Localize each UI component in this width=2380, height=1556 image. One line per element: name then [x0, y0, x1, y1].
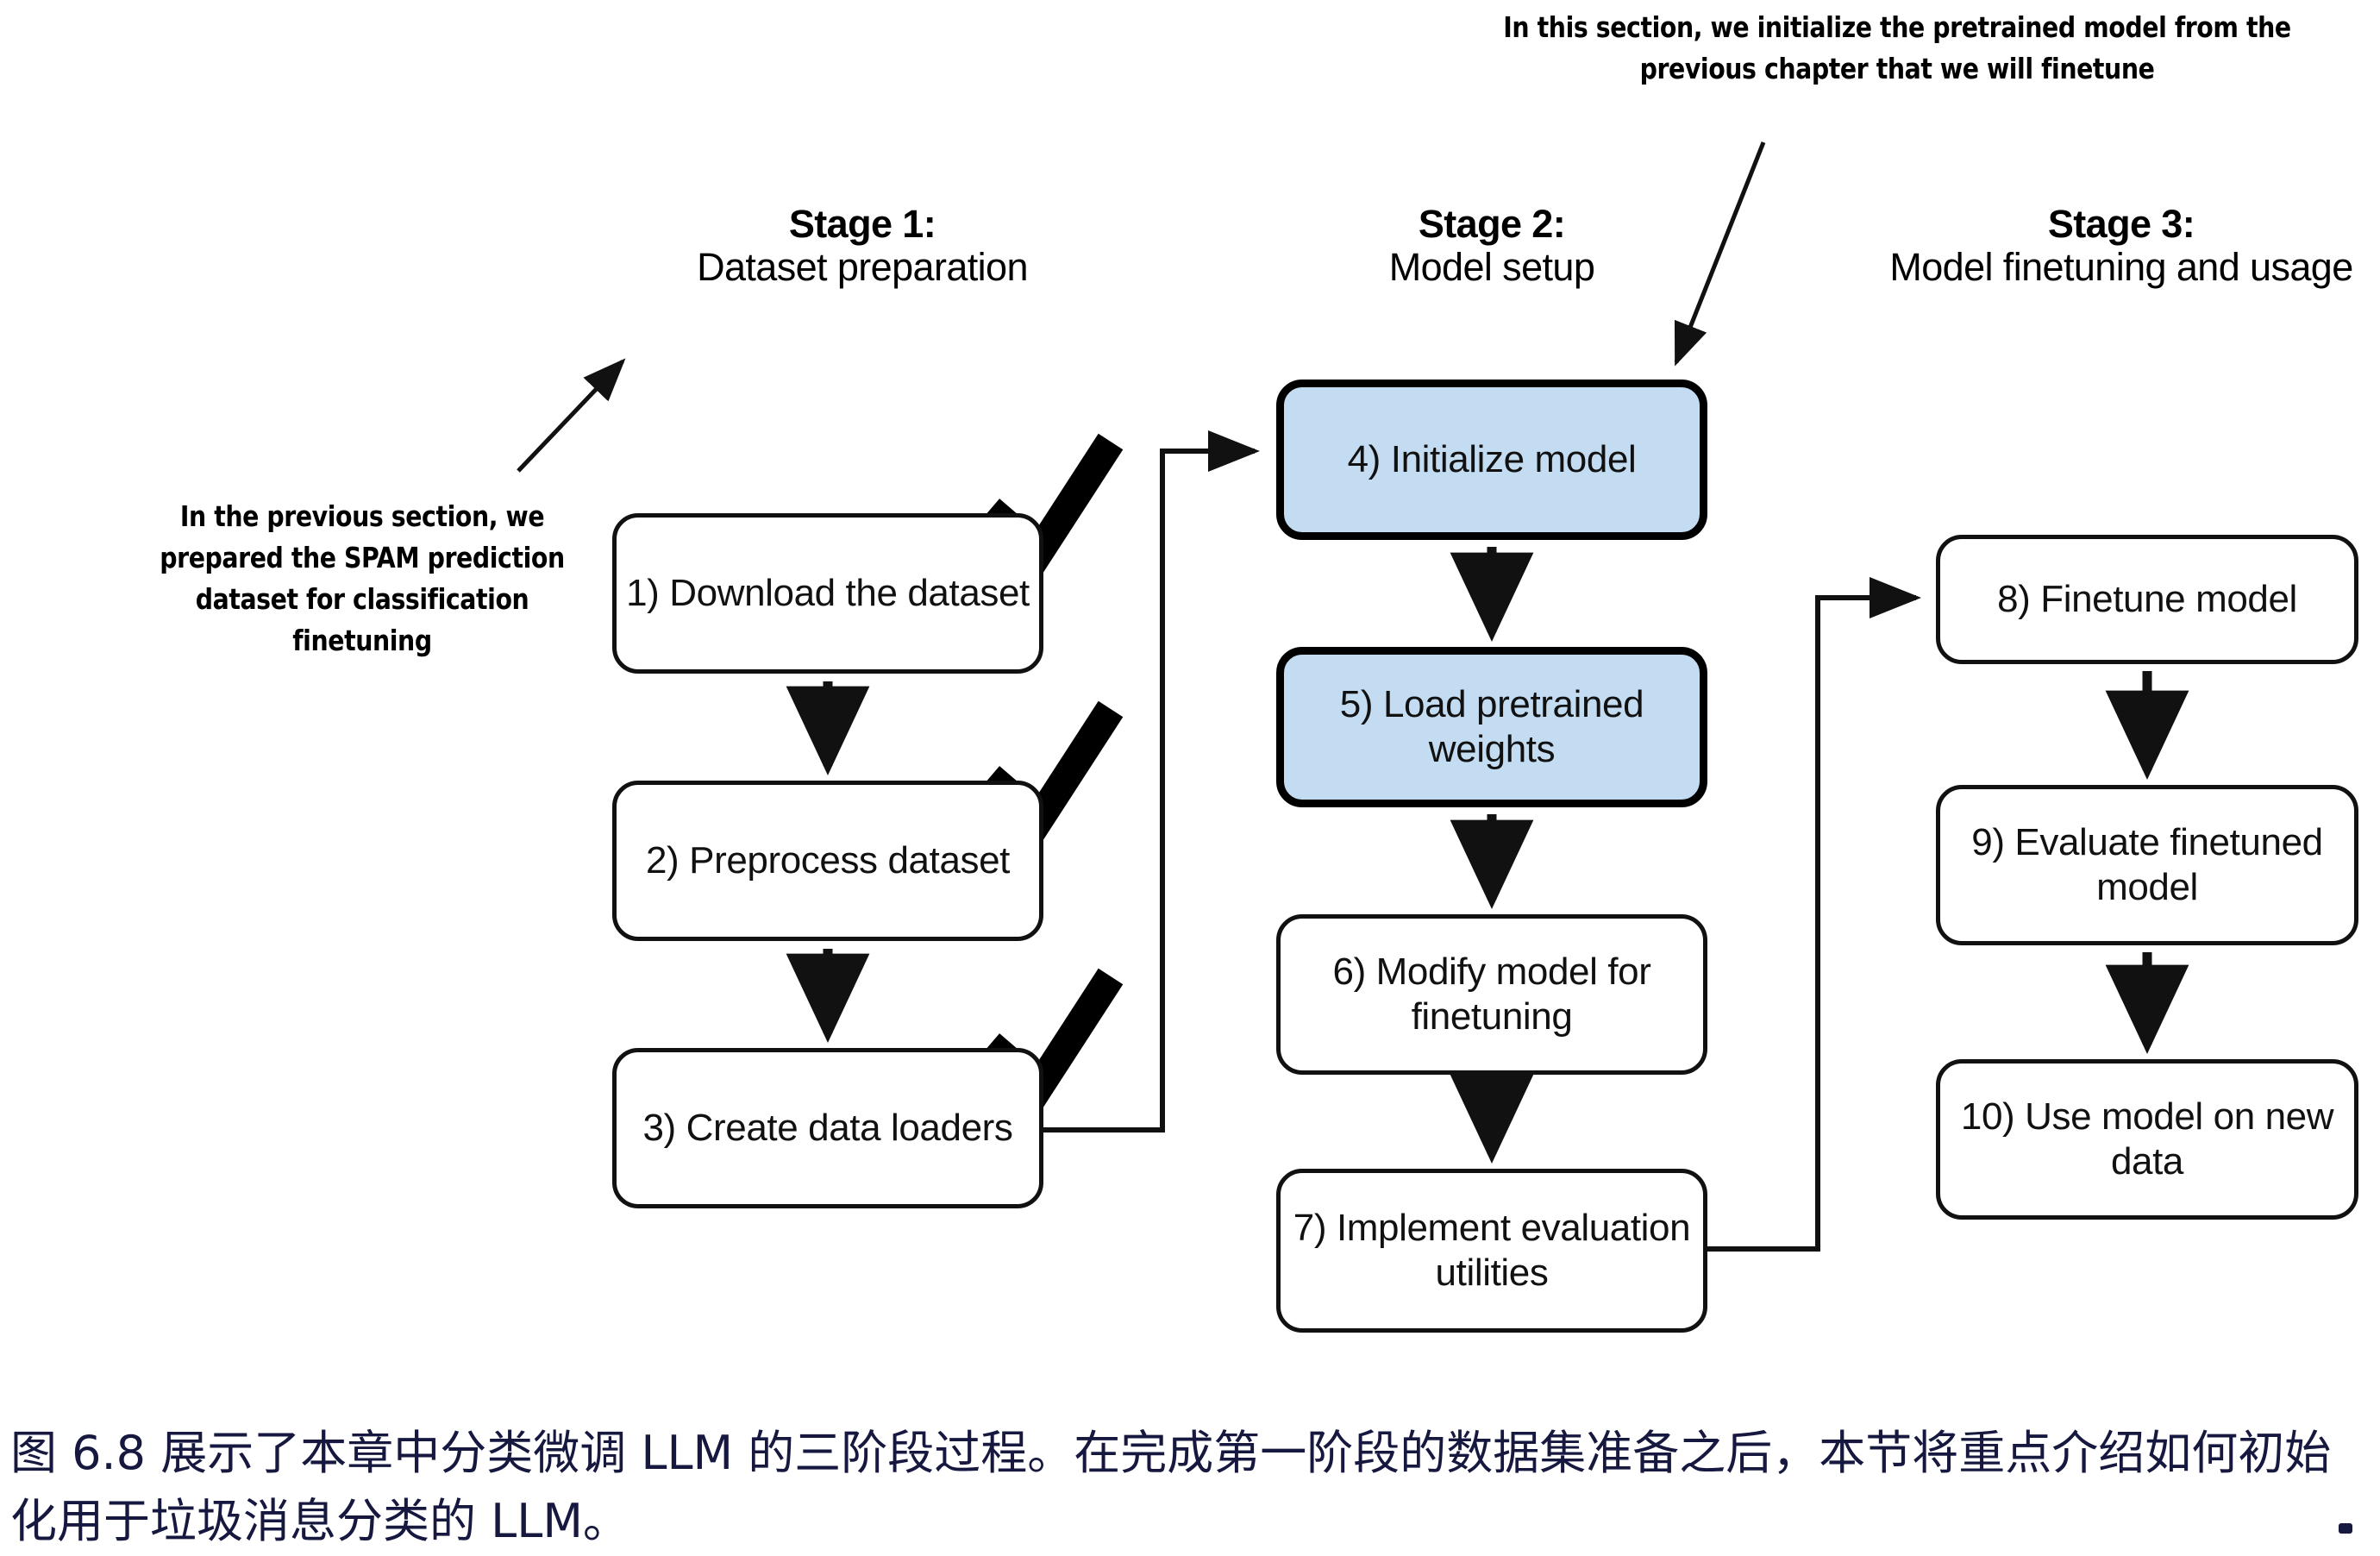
flow-node-load-pretrained-weights[interactable]: 5) Load pretrained weights [1276, 647, 1707, 807]
arrow-node7-to-node8 [1707, 577, 1921, 1252]
arrow-node3-to-node4 [1043, 430, 1260, 1132]
annotation-initialize-model: In this section, we initialize the pretr… [1503, 10, 2291, 85]
stage-2-subtitle: Model setup [1388, 245, 1595, 290]
cursor-dot [2339, 1523, 2352, 1534]
annotation-previous-section: In the previous section, we prepared the… [160, 499, 565, 657]
flow-node-initialize-model[interactable]: 4) Initialize model [1276, 380, 1707, 540]
stage-1-subtitle: Dataset preparation [697, 245, 1028, 290]
stage-3-heading: Stage 3: Model finetuning and usage [1880, 202, 2363, 290]
annotation-arrow-previous-section [517, 358, 626, 473]
flow-node-evaluate-finetuned-model[interactable]: 9) Evaluate finetuned model [1936, 785, 2358, 945]
flow-node-download-the-dataset[interactable]: 1) Download the dataset [612, 513, 1043, 674]
stage-3-subtitle: Model finetuning and usage [1889, 245, 2353, 290]
flow-node-modify-model-for-finetuning[interactable]: 6) Modify model for finetuning [1276, 914, 1707, 1075]
flow-node-finetune-model[interactable]: 8) Finetune model [1936, 535, 2358, 664]
figure-caption: 图 6.8 展示了本章中分类微调 LLM 的三阶段过程。在完成第一阶段的数据集准… [10, 1426, 2332, 1548]
flow-node-create-data-loaders[interactable]: 3) Create data loaders [612, 1048, 1043, 1208]
stage-1-heading: Stage 1: Dataset preparation [604, 202, 1121, 290]
stage-2-heading: Stage 2: Model setup [1276, 202, 1707, 290]
stage-2-title: Stage 2: [1418, 202, 1566, 246]
flow-node-preprocess-dataset[interactable]: 2) Preprocess dataset [612, 781, 1043, 941]
flow-node-use-model-on-new-data[interactable]: 10) Use model on new data [1936, 1059, 2358, 1220]
stage-3-title: Stage 3: [2047, 202, 2195, 246]
stage-1-title: Stage 1: [788, 202, 936, 246]
flow-node-implement-evaluation-utilities[interactable]: 7) Implement evaluation utilities [1276, 1169, 1707, 1333]
